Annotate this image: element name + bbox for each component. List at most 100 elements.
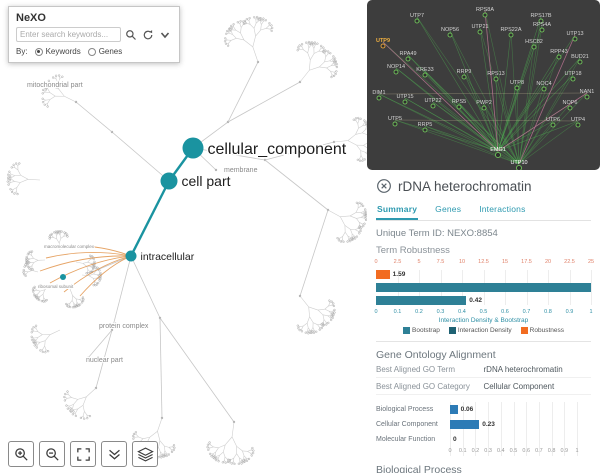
network-node[interactable]: UTP6 — [546, 117, 560, 128]
network-node[interactable]: RPS22A — [500, 27, 522, 38]
tree-edge — [49, 92, 56, 97]
go-bar-value: 0.23 — [482, 421, 495, 428]
tree-edge — [69, 300, 73, 304]
close-icon[interactable] — [376, 178, 392, 194]
network-node[interactable]: RPS4A — [533, 22, 551, 33]
network-node[interactable]: UTP7 — [410, 13, 424, 24]
tree-edge — [363, 145, 367, 149]
tree-edge — [57, 78, 61, 83]
ontology-tree[interactable]: mitochondrial part membrane protein comple… — [0, 0, 367, 473]
tree-leaf — [258, 16, 261, 20]
tree-edge — [349, 215, 357, 219]
search-icon[interactable] — [124, 28, 138, 42]
tree-leaf — [32, 287, 35, 290]
network-node[interactable]: NOP56 — [441, 27, 459, 38]
network-node[interactable]: NOP6 — [563, 100, 578, 111]
tree-leaf — [298, 328, 301, 332]
network-node[interactable]: UTP4 — [571, 117, 585, 128]
tree-edge — [158, 440, 161, 448]
search-input[interactable] — [16, 27, 121, 42]
network-node[interactable]: NOP14 — [387, 64, 405, 75]
zoom-in-button[interactable] — [8, 441, 34, 467]
ontology-link-edge — [45, 252, 132, 259]
network-node[interactable]: BUD21 — [571, 54, 589, 65]
network-node[interactable]: RPS13 — [487, 71, 505, 82]
tree-leaf — [253, 16, 256, 19]
network-node[interactable]: RPS17B — [530, 13, 552, 24]
fit-to-screen-button[interactable] — [70, 441, 96, 467]
network-node[interactable]: EMG1 — [490, 147, 506, 159]
zoom-out-button[interactable] — [39, 441, 65, 467]
network-node[interactable]: PWP2 — [476, 100, 492, 111]
layers-button[interactable] — [132, 441, 158, 467]
network-node[interactable]: UTP8 — [510, 80, 524, 91]
network-node[interactable]: RRP9 — [457, 69, 472, 80]
network-node[interactable]: UTP21 — [471, 24, 489, 35]
tab-summary[interactable]: Summary — [376, 201, 419, 220]
radio-genes[interactable]: Genes — [87, 47, 122, 56]
ontology-canvas[interactable]: mitochondrial part membrane protein comple… — [0, 0, 367, 473]
network-edge — [458, 102, 520, 165]
tree-leaf — [223, 40, 227, 43]
tree-cluster-node[interactable] — [60, 274, 66, 280]
tree-edge — [71, 397, 78, 400]
network-node[interactable]: RPP43 — [550, 49, 568, 60]
network-node[interactable]: UTP15 — [396, 94, 414, 105]
tree-leaf — [358, 201, 361, 204]
chevron-down-icon[interactable] — [158, 28, 172, 42]
gene-network[interactable]: UTP7 RPS8A RPS17B NOP56 UTP21 RPS22A RPS4A UTP1… — [367, 0, 600, 170]
collapse-button[interactable] — [101, 441, 127, 467]
network-node[interactable]: UTP22 — [424, 98, 442, 109]
tree-leaf — [311, 330, 314, 333]
tree-edge — [87, 259, 91, 263]
network-node[interactable]: RPA49 — [399, 51, 417, 62]
tree-edge — [53, 77, 57, 80]
tree-edge — [84, 411, 88, 416]
tree-edge — [42, 91, 46, 94]
tree-leaf — [47, 79, 51, 82]
network-node[interactable]: UTP10 — [510, 160, 528, 170]
network-node[interactable]: NAN1 — [580, 89, 595, 100]
network-node[interactable]: UTP13 — [566, 31, 584, 42]
tree-leaf — [12, 163, 15, 166]
tree-leaf — [312, 43, 315, 46]
network-node[interactable]: KRE33 — [416, 67, 434, 78]
network-node[interactable]: DIM1 — [372, 90, 386, 101]
radio-keywords[interactable]: Keywords — [34, 47, 81, 56]
tab-genes[interactable]: Genes — [435, 204, 462, 214]
network-node[interactable]: UTP9 — [376, 38, 390, 49]
tree-small-label[interactable]: macromolecular complex — [43, 243, 96, 250]
tree-edge — [45, 87, 49, 90]
network-node[interactable]: UTP18 — [564, 71, 582, 82]
tab-interactions[interactable]: Interactions — [479, 204, 526, 214]
tree-edge — [86, 266, 89, 270]
network-node[interactable]: RPS5 — [452, 99, 466, 110]
tree-edge — [260, 28, 267, 31]
tree-edge — [311, 45, 315, 49]
tree-leaf — [245, 17, 248, 21]
tree-small-label[interactable]: ribosomal subunit — [37, 283, 75, 290]
tree-leaf — [332, 74, 336, 78]
tree-edge — [328, 311, 332, 315]
network-node[interactable]: HSC82 — [525, 39, 543, 50]
subnetwork-panel[interactable]: UTP7 RPS8A RPS17B NOP56 UTP21 RPS22A RPS4A UTP1… — [367, 0, 600, 170]
tree-leaf — [364, 214, 367, 217]
tree-node-intracellular[interactable]: intracellular — [125, 249, 196, 264]
tree-small-label[interactable]: protein complex — [98, 322, 150, 331]
tree-small-label[interactable]: mitochondrial part — [26, 81, 84, 90]
network-node-label: NOP56 — [441, 27, 459, 33]
tree-node-cell-part[interactable]: cell part — [160, 172, 232, 191]
tree-small-label[interactable]: nuclear part — [85, 356, 124, 365]
tree-node-cellular-component[interactable]: cellular_component — [182, 137, 348, 159]
tree-edge — [325, 321, 329, 324]
network-node[interactable]: RPS8A — [476, 7, 494, 18]
network-node[interactable]: NOC4 — [536, 81, 552, 92]
reset-icon[interactable] — [141, 28, 155, 42]
tree-leaf — [316, 42, 319, 45]
network-node[interactable]: UTP5 — [388, 116, 402, 127]
tree-leaf — [45, 298, 48, 302]
network-node[interactable]: RRP5 — [418, 122, 433, 133]
term-id-label: Unique Term ID: — [376, 228, 445, 239]
tree-small-label[interactable]: membrane — [223, 166, 259, 175]
